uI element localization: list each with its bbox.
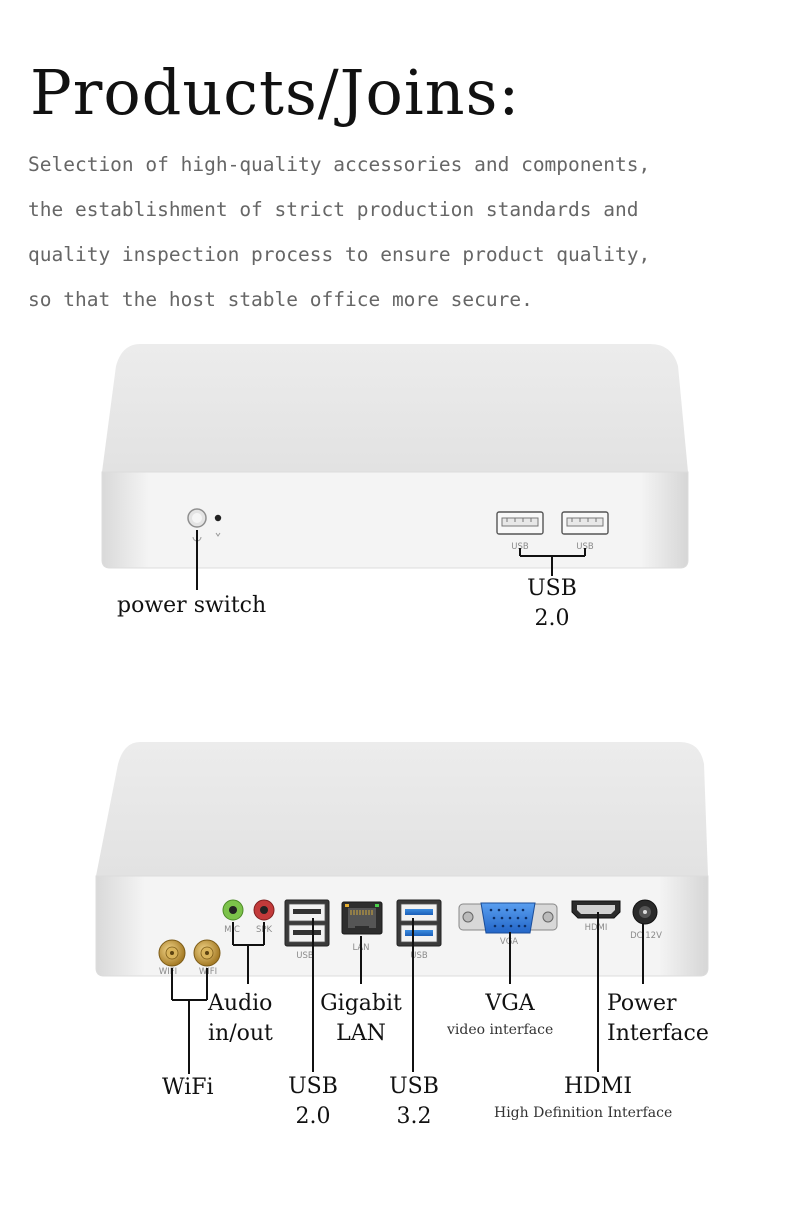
usb3-label: USB	[389, 1074, 439, 1099]
port-text: USB	[296, 951, 314, 961]
usb-2-port-icon	[284, 899, 330, 947]
vga-label: VGA	[485, 991, 535, 1016]
power-button-icon	[187, 508, 222, 542]
page-title: Products/Joins:	[30, 56, 521, 129]
wifi-antenna-icon	[158, 939, 186, 967]
power-switch-label: power switch	[117, 593, 267, 618]
mic-jack-icon	[222, 899, 244, 921]
audio-label-sub: in/out	[208, 1021, 273, 1046]
lan-label: Gigabit	[320, 991, 402, 1016]
front-device-face	[101, 471, 689, 569]
hdmi-sub-label: High Definition Interface	[494, 1105, 673, 1121]
wifi-label: WiFi	[162, 1075, 214, 1100]
lan-label-sub: LAN	[336, 1021, 386, 1046]
port-text: DC 12V	[630, 931, 662, 941]
rear-device-top	[96, 742, 708, 876]
port-text: WIFI	[159, 967, 177, 977]
hdmi-port-icon	[571, 900, 621, 919]
usb-3-port-icon	[396, 899, 442, 947]
intro-line: so that the host stable office more secu…	[28, 288, 533, 311]
port-text: USB	[511, 542, 529, 552]
rear-callout-lines	[171, 912, 644, 1074]
front-callout-lines	[196, 530, 586, 590]
intro-paragraph: Selection of high-quality accessories an…	[28, 150, 768, 330]
usb-port-icon	[561, 511, 609, 535]
port-text: USB	[576, 542, 594, 552]
lan-port-icon	[341, 901, 383, 935]
usb2-label: USB	[288, 1074, 338, 1099]
power-interface-label-sub: Interface	[607, 1021, 709, 1046]
intro-line: quality inspection process to ensure pro…	[28, 243, 651, 266]
front-usb-version: 2.0	[534, 606, 570, 631]
audio-label: Audio	[208, 991, 273, 1016]
vga-sub-label: video interface	[447, 1022, 554, 1038]
port-text: HDMI	[585, 923, 608, 933]
speaker-jack-icon	[253, 899, 275, 921]
rear-device: WIFI WIFI MIC SPK USB	[95, 742, 709, 1074]
wifi-antenna-icon	[193, 939, 221, 967]
dc-power-jack-icon	[632, 899, 658, 925]
intro-line: Selection of high-quality accessories an…	[28, 153, 651, 176]
port-text: USB	[410, 951, 428, 961]
front-device: USB USB	[101, 344, 689, 590]
hdmi-label: HDMI	[563, 1074, 633, 1099]
power-interface-label: Power	[607, 991, 677, 1016]
usb-port-icon	[496, 511, 544, 535]
usb2-label-version: 2.0	[295, 1104, 331, 1129]
intro-line: the establishment of strict production s…	[28, 198, 639, 221]
front-usb-label: USB	[527, 576, 577, 601]
vga-port-icon	[458, 902, 558, 934]
usb3-label-version: 3.2	[396, 1104, 432, 1129]
front-device-top	[102, 344, 688, 472]
